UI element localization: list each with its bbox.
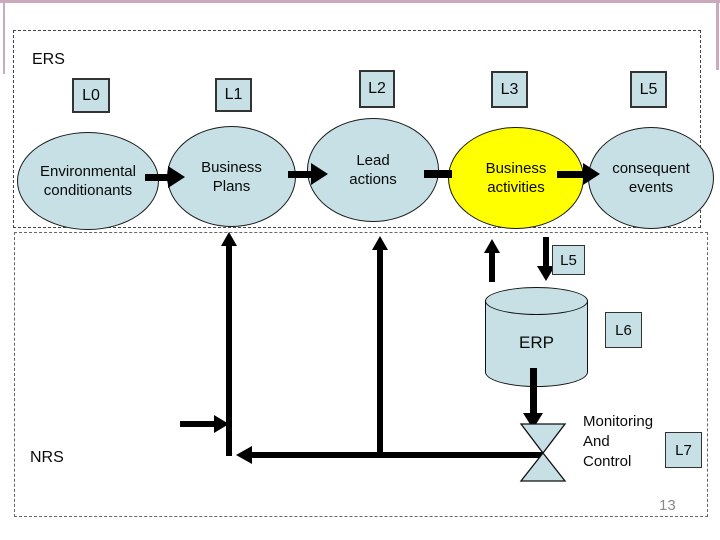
monitoring-control-valve-icon: [519, 423, 567, 482]
level-tag-l5-lower-label: L5: [560, 251, 577, 269]
slide-frame-top: [0, 0, 720, 3]
ellipse-consequent-events: consequent events: [588, 127, 714, 229]
level-tag-l3-label: L3: [500, 80, 519, 98]
level-tag-l7-label: L7: [675, 441, 692, 459]
ellipse-lead-actions-label: Lead actions: [349, 152, 397, 188]
level-tag-l1: L1: [215, 78, 252, 112]
ellipse-environmental-conditionants-label: Environmental conditionants: [40, 163, 136, 199]
ellipse-business-plans-label: Business Plans: [201, 158, 262, 195]
ellipse-business-activities: Business activities: [448, 127, 584, 229]
erp-label: ERP: [519, 333, 554, 352]
connector-lead-to-activities: [424, 170, 452, 178]
level-tag-l3: L3: [491, 71, 528, 108]
level-tag-l5-top: L5: [630, 71, 667, 108]
page-number: 13: [659, 497, 676, 514]
level-tag-l7: L7: [665, 432, 702, 468]
ers-region-label: ERS: [32, 51, 65, 68]
nrs-region: [14, 232, 708, 517]
slide-frame-left: [3, 2, 5, 74]
ellipse-consequent-events-label: consequent events: [612, 160, 690, 196]
level-tag-l6: L6: [605, 312, 642, 348]
level-tag-l0: L0: [72, 78, 110, 113]
slide-frame-right: [716, 2, 719, 70]
ellipse-business-plans: Business Plans: [167, 126, 296, 227]
ellipse-environmental-conditionants: Environmental conditionants: [17, 132, 159, 230]
level-tag-l2-label: L2: [368, 80, 386, 97]
ellipse-lead-actions: Lead actions: [307, 118, 439, 222]
level-tag-l6-label: L6: [615, 321, 632, 339]
monitoring-and-control-label: Monitoring And Control: [583, 413, 654, 470]
level-tag-l0-label: L0: [82, 86, 100, 104]
ellipse-business-activities-label: Business activities: [485, 160, 547, 196]
level-tag-l1-label: L1: [224, 86, 243, 103]
ers-region: [13, 30, 701, 228]
level-tag-l5-lower: L5: [552, 245, 585, 275]
level-tag-l5-top-label: L5: [639, 80, 658, 98]
level-tag-l2: L2: [359, 70, 395, 108]
nrs-region-label: NRS: [30, 449, 64, 466]
